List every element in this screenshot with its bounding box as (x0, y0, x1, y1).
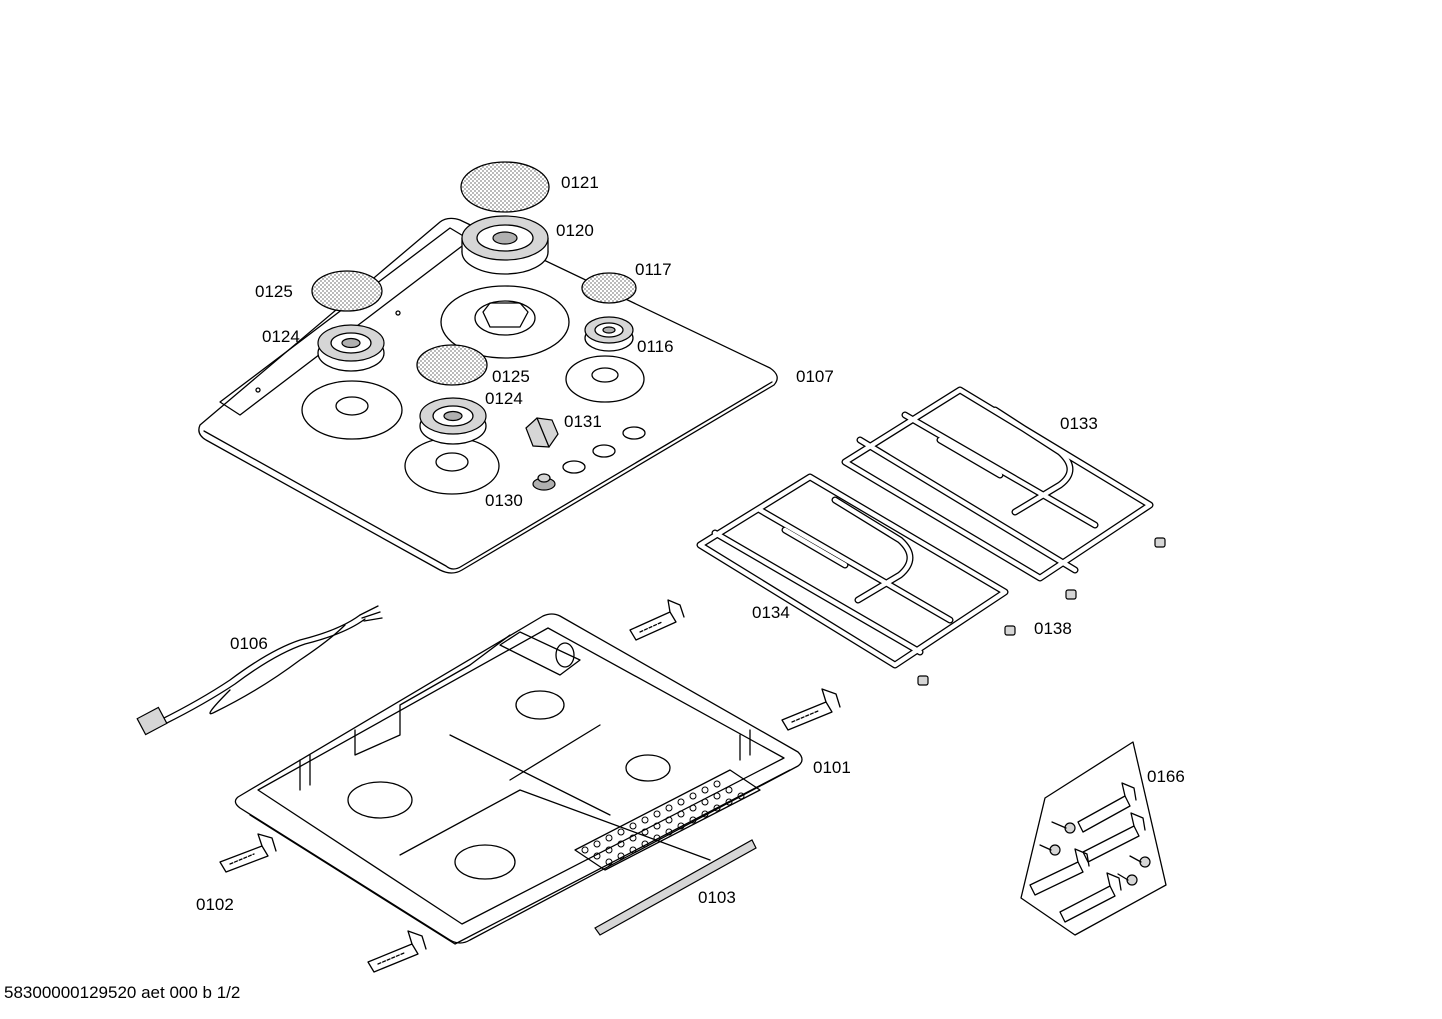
knob-spindle (532, 473, 556, 491)
mounting-kit (1020, 741, 1167, 936)
mounting-clip-4 (367, 930, 427, 973)
label-0121: 0121 (561, 173, 599, 192)
mounting-clip-3 (219, 833, 277, 873)
label-0107: 0107 (796, 367, 834, 386)
mounting-clip-2 (781, 688, 841, 731)
label-0101: 0101 (813, 758, 851, 777)
label-0131: 0131 (564, 412, 602, 431)
power-cable (136, 605, 383, 736)
label-0124-middle: 0124 (485, 389, 523, 408)
seal-strip (594, 839, 757, 936)
burner-0124-left (317, 324, 385, 372)
vent-holes (581, 780, 745, 866)
label-0102: 0102 (196, 895, 234, 914)
burner-cap-middle (416, 344, 488, 386)
label-0116: 0116 (637, 337, 674, 356)
label-0106: 0106 (230, 634, 268, 653)
burner-0116 (584, 316, 634, 352)
burner-cap-large (460, 161, 550, 213)
label-0125-middle: 0125 (492, 367, 530, 386)
document-footer: 58300000129520 aet 000 b 1/2 (4, 983, 241, 1002)
label-0124-left: 0124 (262, 327, 300, 346)
burner-cap-small (581, 272, 637, 304)
label-0133: 0133 (1060, 414, 1098, 433)
label-0103: 0103 (698, 888, 736, 907)
rubber-feet (917, 537, 1166, 686)
label-0120: 0120 (556, 221, 594, 240)
pan-support-0134 (696, 473, 1009, 669)
label-0138: 0138 (1034, 619, 1072, 638)
burner-0124-middle (419, 397, 487, 445)
label-0125-left: 0125 (255, 282, 293, 301)
label-0117: 0117 (635, 260, 672, 279)
mounting-clip-1 (629, 599, 685, 641)
pan-support-0133 (841, 386, 1154, 582)
burner-0120 (461, 215, 549, 275)
burner-cap-left (311, 270, 383, 312)
label-0166: 0166 (1147, 767, 1185, 786)
label-0130: 0130 (485, 491, 523, 510)
label-0134: 0134 (752, 603, 790, 622)
control-knob (525, 417, 559, 448)
